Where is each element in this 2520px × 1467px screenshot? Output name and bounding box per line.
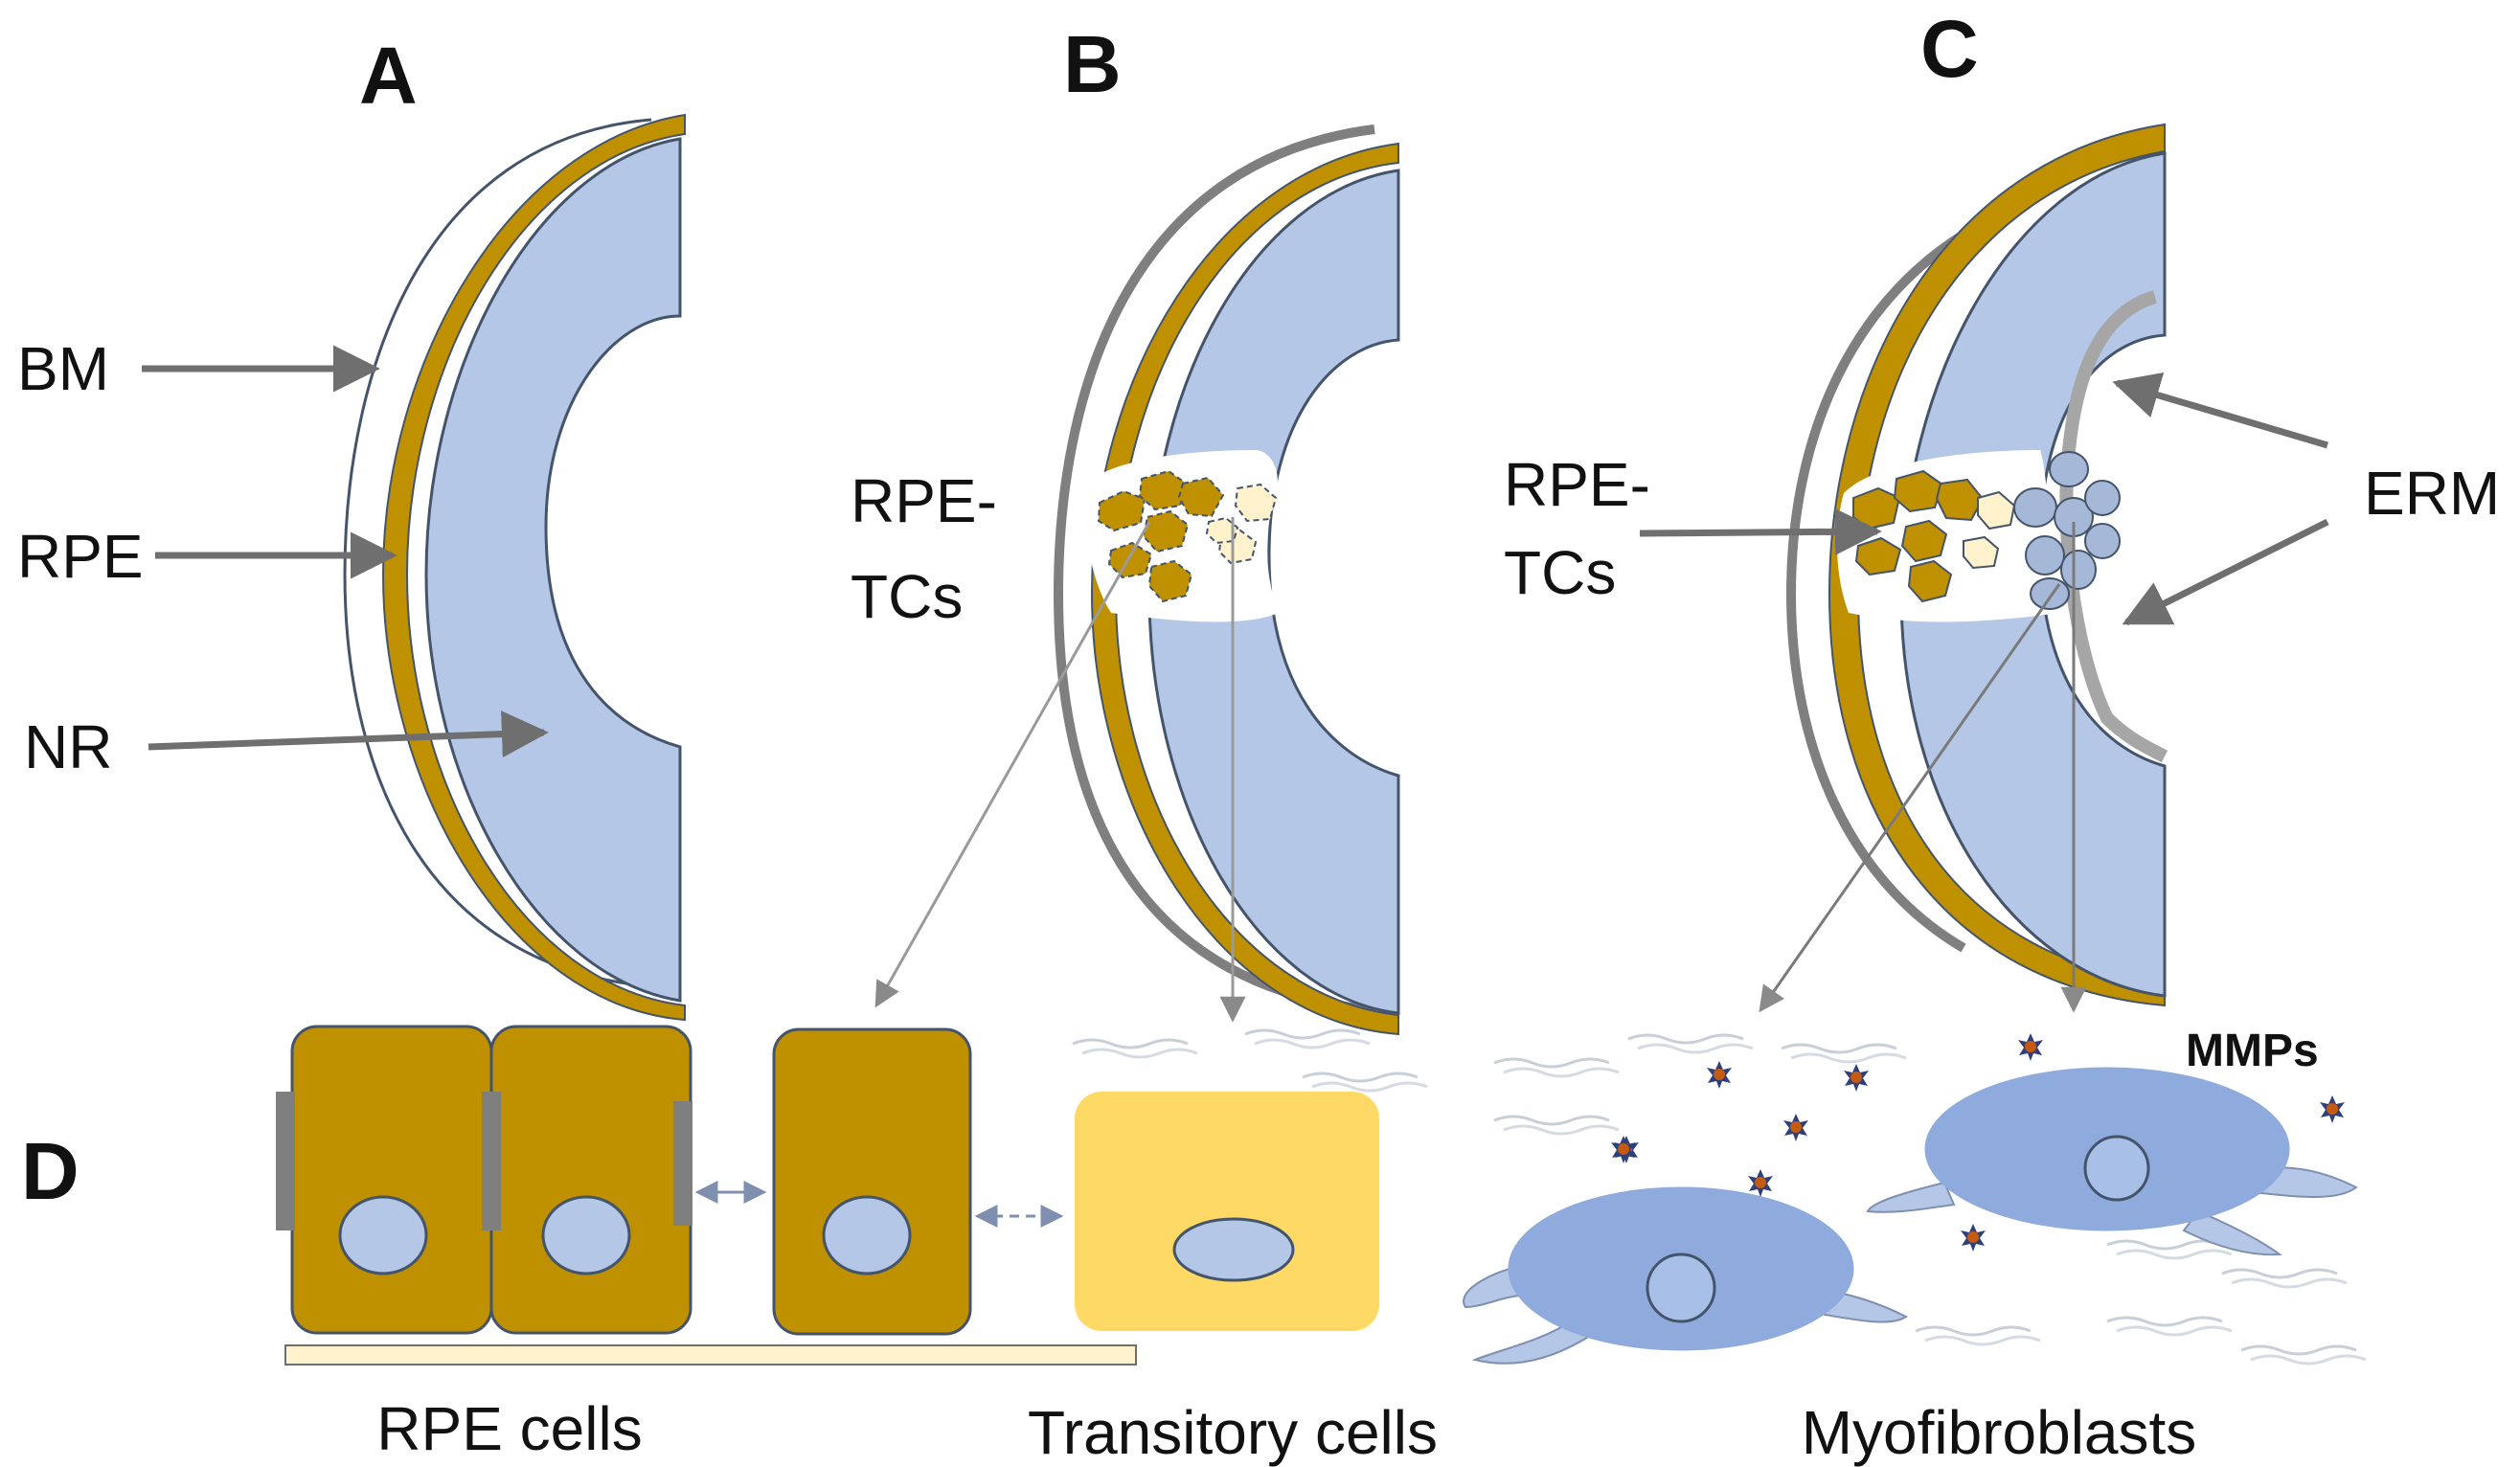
label-nr: NR bbox=[24, 712, 112, 781]
label-rpe-tcs-b-line1: RPE- bbox=[851, 466, 997, 535]
panel-c-epiretinal-membrane bbox=[2059, 290, 2168, 763]
label-erm: ERM bbox=[2364, 459, 2500, 528]
panel-b-rpe-transitory-cells bbox=[1097, 469, 1278, 603]
rpe-cell-detached bbox=[772, 1027, 972, 1336]
panel-b-rpe-layer bbox=[1090, 142, 1399, 1036]
connector-c-to-myofibroblast-left bbox=[1759, 583, 2061, 1013]
caption-myofibroblasts: Myofibroblasts bbox=[1802, 1398, 2197, 1467]
panel-b-eye-diagram bbox=[1053, 124, 1400, 1036]
panel-d-myofibroblasts bbox=[1463, 1033, 2368, 1365]
panel-label-c: C bbox=[1920, 4, 1979, 94]
arrow-erm-lower bbox=[2122, 518, 2329, 626]
arrow-erm-upper bbox=[2112, 372, 2328, 449]
panel-a-neural-retina bbox=[424, 137, 682, 1003]
arrow-rpe-tcs-c bbox=[1639, 508, 1882, 555]
rpe-cell-2-nucleus bbox=[541, 1195, 631, 1275]
mmp-star-icon bbox=[2018, 1033, 2043, 1061]
rpe-cell-1-nucleus bbox=[338, 1195, 428, 1275]
basement-membrane-bar bbox=[284, 1344, 1137, 1365]
tight-junction-1 bbox=[276, 1092, 295, 1230]
mmp-star-icon bbox=[1961, 1224, 1986, 1252]
label-rpe-tcs-b-line2: TCs bbox=[851, 562, 963, 631]
arrow-nr bbox=[148, 711, 549, 758]
panel-c-myofibroblast-cluster bbox=[2013, 451, 2121, 610]
panel-b-neural-retina bbox=[1147, 169, 1400, 1015]
rpe-cell-2 bbox=[489, 1025, 692, 1335]
myofibroblast-left-nucleus bbox=[1646, 1253, 1716, 1323]
mmp-star-icon bbox=[1844, 1064, 1869, 1092]
myofibroblast-left bbox=[1463, 1186, 1908, 1365]
transitory-cell-nucleus bbox=[1172, 1217, 1295, 1282]
myofibroblast-right-nucleus bbox=[2083, 1135, 2150, 1202]
panel-d-transitory-cell bbox=[1071, 1028, 1429, 1331]
panel-c-rpe-layer bbox=[1828, 123, 2166, 1007]
caption-rpe-cells: RPE cells bbox=[376, 1394, 642, 1463]
panel-a-bruchs-membrane bbox=[343, 118, 652, 988]
label-rpe-tcs-c-line1: RPE- bbox=[1504, 450, 1650, 519]
panel-c-eye-diagram bbox=[1785, 123, 2168, 1007]
label-rpe: RPE bbox=[17, 522, 144, 591]
caption-transitory-cells: Transitory cells bbox=[1028, 1398, 1438, 1467]
label-bm: BM bbox=[17, 334, 109, 403]
mmp-star-icon bbox=[1783, 1114, 1808, 1141]
mmp-star-icon bbox=[2320, 1095, 2345, 1123]
rpe-cell-detached-nucleus bbox=[822, 1195, 912, 1275]
panel-label-a: A bbox=[359, 31, 418, 121]
panel-label-b: B bbox=[1063, 19, 1122, 109]
tight-junction-2 bbox=[482, 1092, 501, 1230]
panel-a-rpe-layer bbox=[381, 113, 686, 1022]
panel-d-rpe-cells bbox=[276, 1025, 1137, 1365]
myofibroblast-right bbox=[1866, 1067, 2358, 1256]
panel-b-bruchs-membrane bbox=[1053, 124, 1375, 1015]
label-rpe-tcs-c-line2: TCs bbox=[1504, 538, 1616, 607]
panel-c-lesion-area bbox=[1837, 450, 2059, 622]
tight-junction-3 bbox=[673, 1101, 692, 1226]
connector-b-to-rpe-cell bbox=[874, 521, 1151, 1008]
label-mmps: MMPs bbox=[2186, 1026, 2319, 1076]
mmp-star-icon bbox=[1748, 1169, 1773, 1197]
rpe-cell-1 bbox=[290, 1025, 493, 1335]
panel-c-bruchs-membrane bbox=[1785, 230, 1966, 953]
transitory-cell bbox=[1075, 1092, 1379, 1331]
mmp-star-icon bbox=[1707, 1061, 1732, 1089]
panel-a-eye-diagram bbox=[343, 113, 686, 1022]
panel-label-d: D bbox=[21, 1126, 79, 1216]
